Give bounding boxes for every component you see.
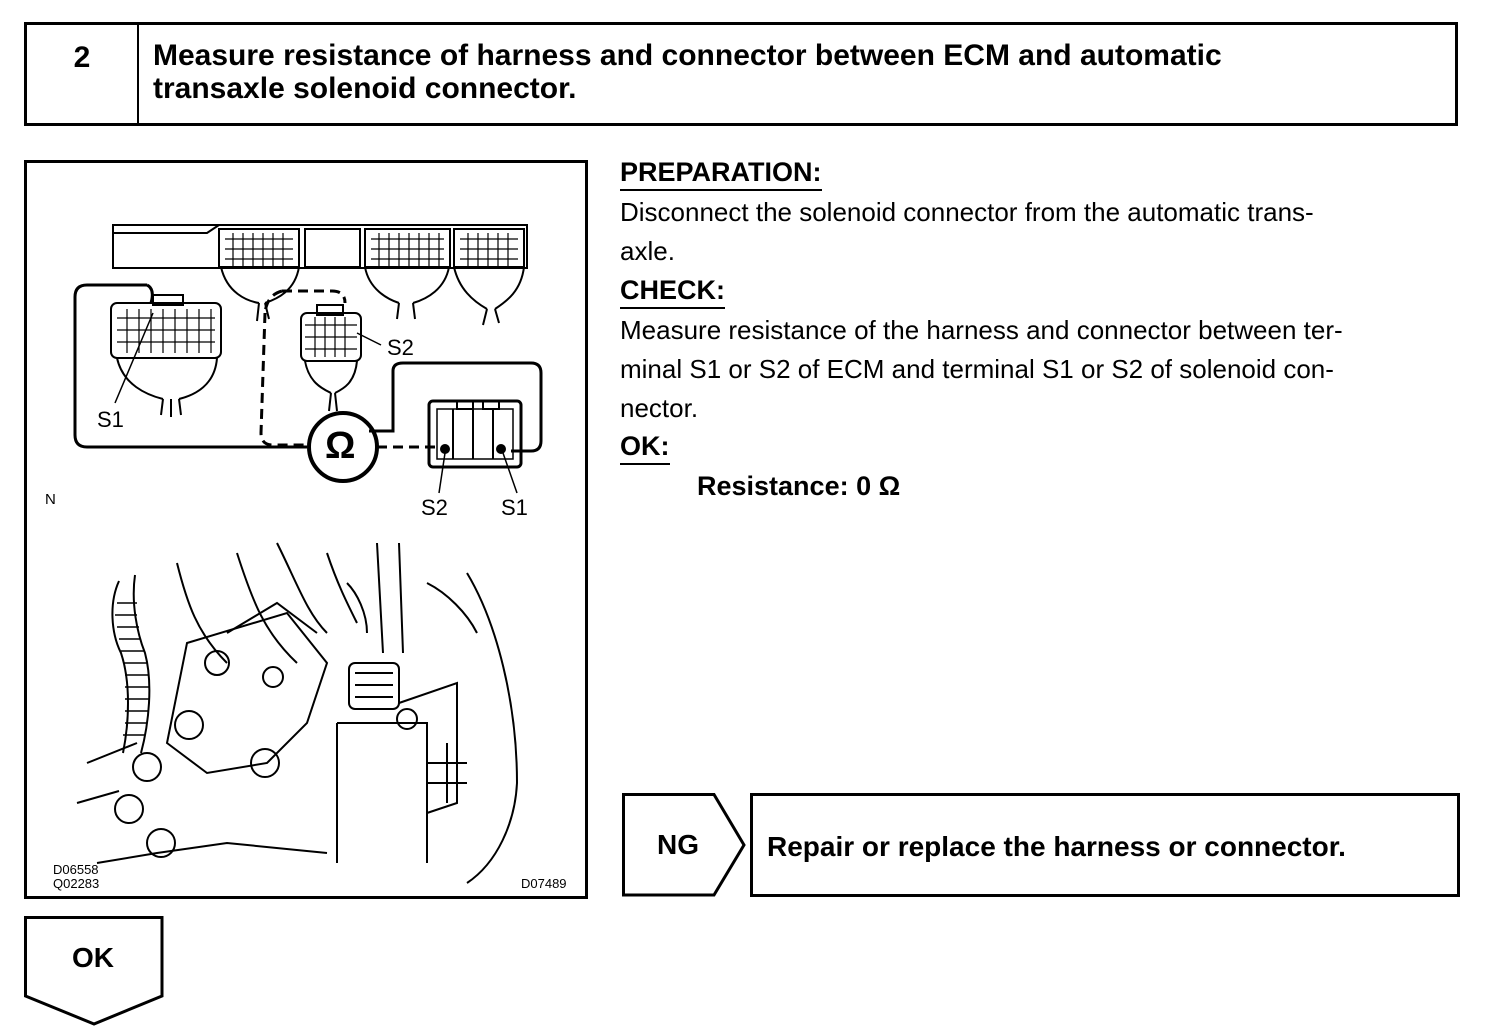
label-s1-solenoid: S1 xyxy=(501,495,528,520)
step-number: 2 xyxy=(27,25,139,123)
step-header: 2 Measure resistance of harness and conn… xyxy=(24,22,1458,126)
label-s1-ecm: S1 xyxy=(97,407,124,432)
label-n: N xyxy=(45,491,56,508)
ng-action-box: Repair or replace the harness or connect… xyxy=(750,793,1460,897)
ohmmeter-symbol: Ω xyxy=(325,425,356,467)
ok-label: OK xyxy=(72,942,114,973)
check-line-1: Measure resistance of the harness and co… xyxy=(620,315,1343,345)
figure-code-2: Q02283 xyxy=(53,876,100,891)
ok-heading: OK: xyxy=(620,430,670,465)
preparation-line-2: axle. xyxy=(620,236,675,266)
label-s2-ecm: S2 xyxy=(387,335,414,360)
ng-label: NG xyxy=(657,829,699,860)
preparation-line-1: Disconnect the solenoid connector from t… xyxy=(620,197,1314,227)
ng-action-text: Repair or replace the harness or connect… xyxy=(767,831,1346,862)
preparation-heading: PREPARATION: xyxy=(620,156,822,191)
step-title-line-1: Measure resistance of harness and connec… xyxy=(153,39,1222,72)
check-text: Measure resistance of the harness and co… xyxy=(620,311,1460,428)
step-title-line-2: transaxle solenoid connector. xyxy=(153,72,577,105)
check-heading: CHECK: xyxy=(620,274,725,309)
resistance-spec: Resistance: 0 Ω xyxy=(697,471,901,501)
preparation-text: Disconnect the solenoid connector from t… xyxy=(620,193,1460,271)
ng-arrow-shape xyxy=(622,793,746,897)
figure-code-3: D07489 xyxy=(521,876,567,891)
check-line-2: minal S1 or S2 of ECM and terminal S1 or… xyxy=(620,354,1334,384)
wiring-diagram-drawing xyxy=(73,224,543,884)
figure-code-1: D06558 xyxy=(53,862,99,877)
wiring-illustration: S1 S2 S2 S1 Ω N D06558 Q02283 D07489 xyxy=(24,160,588,899)
ok-arrow-shape xyxy=(24,916,164,1026)
label-s2-solenoid: S2 xyxy=(421,495,448,520)
step-title: Measure resistance of harness and connec… xyxy=(153,39,1435,105)
check-line-3: nector. xyxy=(620,393,699,423)
